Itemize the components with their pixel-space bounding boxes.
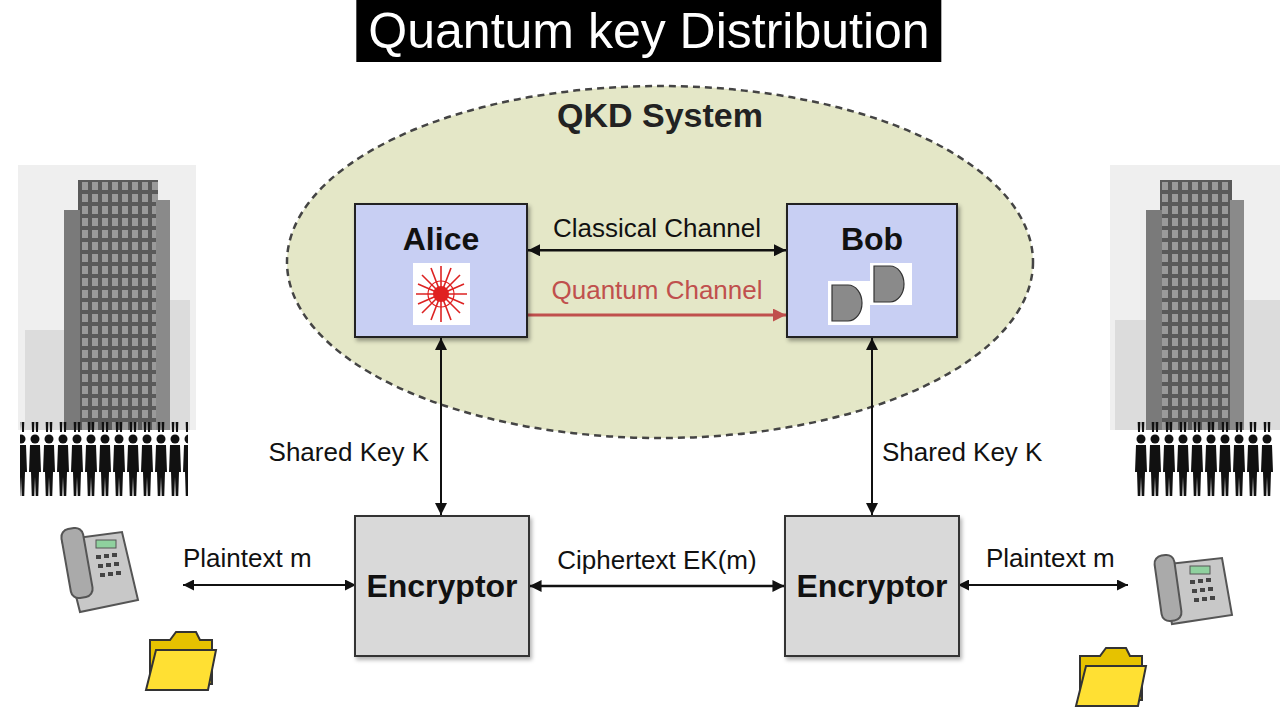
building-left <box>18 165 196 430</box>
connector <box>528 249 786 252</box>
plaintext-arrow <box>958 584 1128 586</box>
edge-label: Shared Key K <box>882 438 1042 467</box>
connector <box>871 338 873 515</box>
party-box: Bob <box>786 203 958 338</box>
node-label: Encryptor <box>796 568 947 605</box>
laser-icon <box>413 263 470 325</box>
folder-right <box>1076 648 1146 706</box>
node-label: QKD System <box>285 84 1035 135</box>
plaintext-label: Plaintext m <box>986 544 1115 573</box>
edge-label: Shared Key K <box>269 438 429 467</box>
connector <box>440 338 442 515</box>
folder-left <box>146 632 216 690</box>
detector-icon <box>828 263 912 325</box>
plaintext-arrow <box>183 584 356 586</box>
party-box: Alice <box>354 203 528 338</box>
edge-label: Classical Channel <box>553 214 761 243</box>
node-label: Bob <box>788 205 956 258</box>
node-label: Encryptor <box>366 568 517 605</box>
connector <box>528 314 786 317</box>
plaintext-label: Plaintext m <box>183 544 312 573</box>
encryptor-box: Encryptor <box>784 515 959 657</box>
building-right <box>1110 165 1280 430</box>
crowd-right <box>1134 422 1274 496</box>
phone-right <box>1154 554 1232 624</box>
title-bar: Quantum key Distribution <box>356 0 941 62</box>
crowd-left <box>20 422 188 496</box>
system-ellipse: QKD SystemAlice Bob <box>285 84 1035 440</box>
edge-label: Quantum Channel <box>551 276 762 305</box>
edge-label: Ciphertext EK(m) <box>557 546 756 575</box>
encryptor-box: Encryptor <box>354 515 529 657</box>
node-label: Alice <box>356 205 526 258</box>
phone-left <box>60 527 138 612</box>
connector <box>530 585 785 588</box>
